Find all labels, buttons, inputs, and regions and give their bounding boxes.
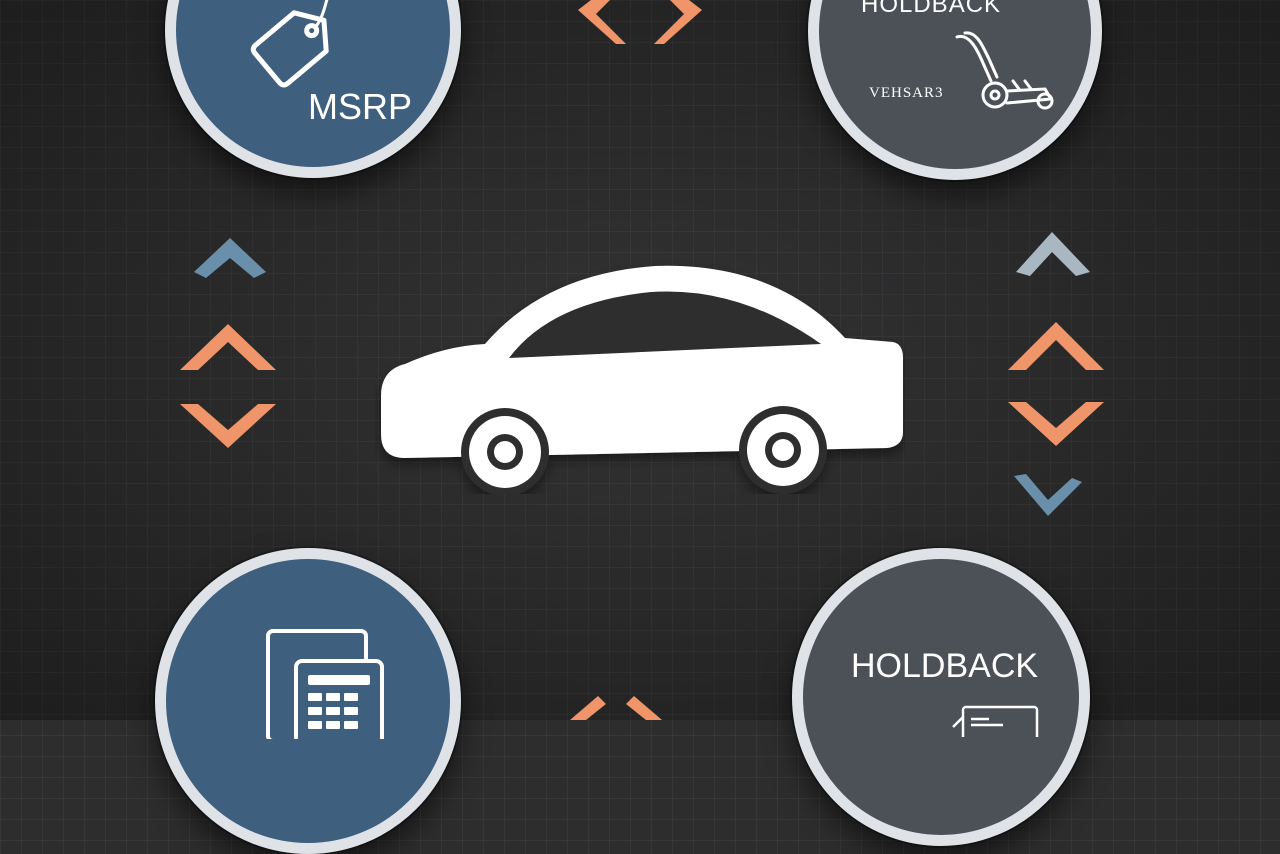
right-chevron-down-icon <box>1014 474 1082 516</box>
top-double-arrow-icon <box>578 0 702 44</box>
right-up-down-arrow-icon <box>1008 322 1104 446</box>
left-chevron-up-icon <box>194 238 266 278</box>
msrp-label: MSRP <box>308 86 413 127</box>
car-jack-icon <box>955 31 1054 110</box>
right-chevron-up-icon <box>1016 232 1090 276</box>
car-icon <box>381 265 903 494</box>
bottom-double-arrow-icon <box>570 696 662 720</box>
left-up-down-arrow-icon <box>180 324 276 448</box>
holdback-caption: VEHSAR3 <box>869 85 944 101</box>
connector-arrows <box>180 0 1104 720</box>
price-tag-icon <box>250 0 332 88</box>
holdback-label-bottom: HOLDBACK <box>851 647 1039 685</box>
holdback-label-top: HOLDBACK <box>861 0 1002 18</box>
